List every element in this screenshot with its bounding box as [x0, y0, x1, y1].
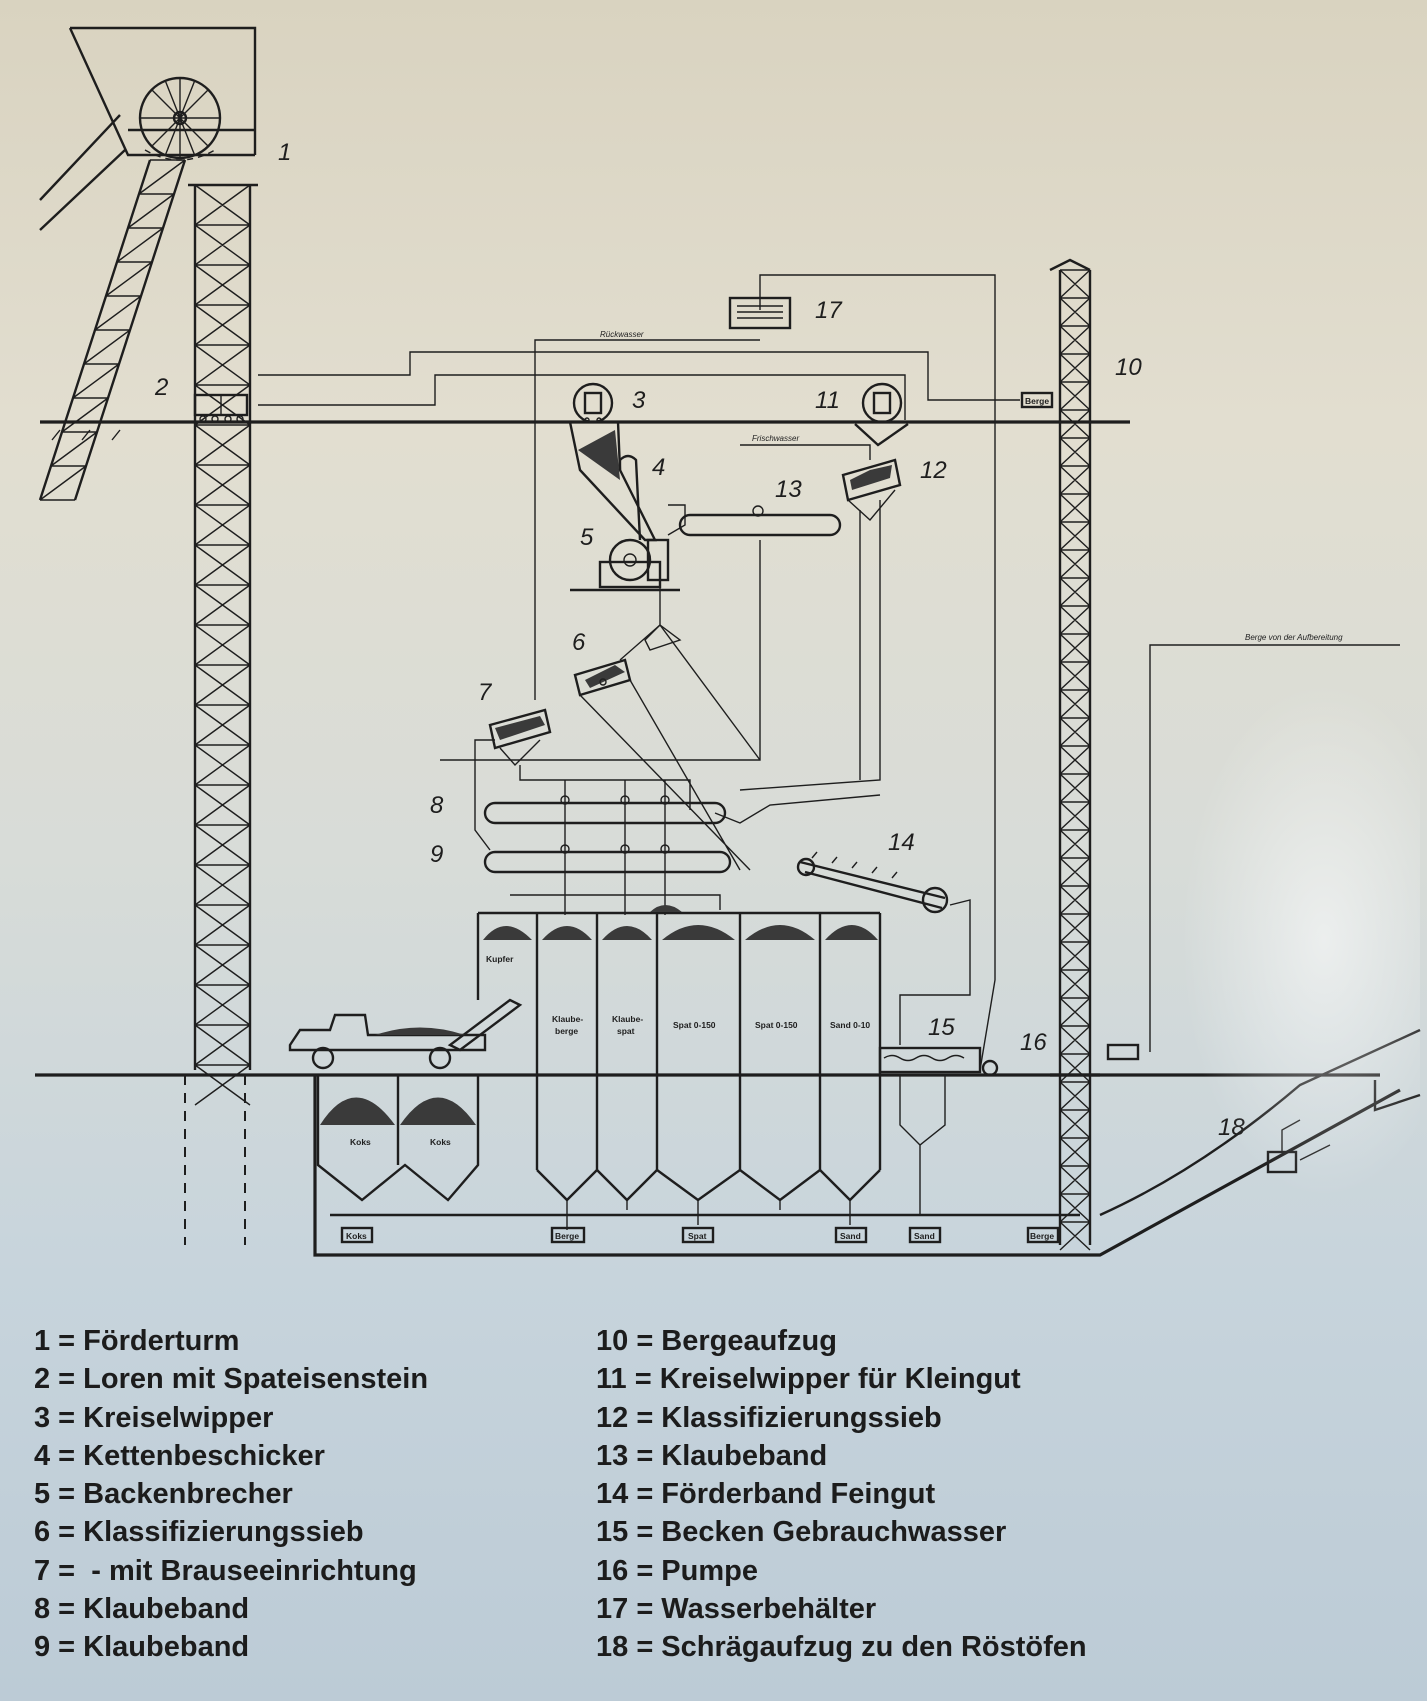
legend-column-left: 1 = Förderturm 2 = Loren mit Spateisenst…	[34, 1322, 428, 1667]
cart-label-koks: Koks	[346, 1231, 367, 1241]
sieve-6	[573, 658, 632, 697]
sieve-12: Frischwasser	[740, 434, 902, 522]
legend-item-15: 15 = Becken Gebrauchwasser	[596, 1516, 1007, 1549]
label-1: 1	[278, 139, 291, 166]
label-10: 10	[1115, 354, 1142, 381]
bin-label-spat-2: Spat 0-150	[755, 1020, 798, 1030]
legend-item-18: 18 = Schrägaufzug zu den Röstöfen	[596, 1631, 1087, 1664]
legend-item-14: 14 = Förderband Feingut	[596, 1478, 936, 1511]
legend-item-5: 5 = Backenbrecher	[34, 1478, 293, 1511]
legend-item-16: 16 = Pumpe	[596, 1554, 758, 1587]
legend-item-12: 12 = Klassifizierungssieb	[596, 1401, 942, 1434]
legend-item-17: 17 = Wasserbehälter	[596, 1593, 877, 1626]
sieve-7	[488, 708, 552, 767]
legend-column-right: 10 = Bergeaufzug 11 = Kreiselwipper für …	[596, 1322, 1087, 1667]
legend-item-11: 11 = Kreiselwipper für Kleingut	[596, 1363, 1021, 1396]
headframe-tower	[38, 26, 258, 1245]
bottom-carts: Koks Berge Spat Sand Sand Berge	[340, 1226, 1060, 1244]
bin-label-kupfer: Kupfer	[486, 954, 514, 964]
legend-item-13: 13 = Klaubeband	[596, 1439, 828, 1472]
label-11: 11	[815, 387, 840, 414]
water-basin-15	[878, 1046, 999, 1215]
cart-label-sand-2: Sand	[914, 1231, 935, 1241]
legend-item-6: 6 = Klassifizierungssieb	[34, 1516, 364, 1549]
legend-item-1: 1 = Förderturm	[34, 1325, 240, 1357]
bin-label-klaube-spat-2: spat	[617, 1026, 635, 1036]
truck	[288, 1013, 487, 1070]
label-9: 9	[430, 841, 443, 868]
legend-item-8: 8 = Klaubeband	[34, 1593, 250, 1626]
label-18: 18	[1218, 1114, 1245, 1141]
coke-bins: Koks Koks	[316, 1075, 480, 1202]
label-4: 4	[652, 454, 665, 481]
label-15: 15	[928, 1014, 955, 1041]
picking-belt-13	[678, 505, 842, 537]
label-frischwasser: Frischwasser	[752, 434, 799, 443]
bin-label-spat-1: Spat 0-150	[673, 1020, 716, 1030]
bin-label-koks-2: Koks	[430, 1137, 451, 1147]
label-12: 12	[920, 457, 947, 484]
legend-item-2: 2 = Loren mit Spateisenstein	[34, 1363, 429, 1396]
legend-item-4: 4 = Kettenbeschicker	[34, 1439, 325, 1472]
cart-label-berge: Berge	[555, 1231, 579, 1241]
cart-label-berge-top: Berge	[1025, 396, 1049, 406]
label-14: 14	[888, 829, 915, 856]
water-pipes: Rückwasser	[258, 274, 1020, 1071]
label-17: 17	[815, 297, 843, 324]
legend-item-9: 9 = Klaubeband	[34, 1631, 250, 1664]
label-7: 7	[478, 679, 493, 706]
process-diagram: Rückwasser Frischwasser	[35, 26, 1421, 1257]
cart-label-spat: Spat	[688, 1231, 707, 1241]
label-6: 6	[572, 629, 586, 656]
picking-belt-9	[483, 844, 732, 874]
water-tank	[728, 296, 792, 330]
waste-hoist-tower-10: Berge Berge von der Aufbereitung	[1020, 258, 1400, 1251]
label-3: 3	[632, 387, 646, 414]
label-berge-aufbereitung: Berge von der Aufbereitung	[1245, 633, 1343, 642]
label-2: 2	[154, 374, 168, 401]
bin-label-koks-1: Koks	[350, 1137, 371, 1147]
storage-bins: Kupfer Klaube- berge Klaube- spat Spat 0…	[447, 905, 882, 1230]
bin-label-klaube-spat-1: Klaube-	[612, 1014, 643, 1024]
label-16: 16	[1020, 1029, 1047, 1056]
legend-item-7: 7 = - mit Brauseeinrichtung	[34, 1554, 417, 1587]
rotary-tippler-11	[854, 382, 909, 447]
bin-label-klaube-berge-1: Klaube-	[552, 1014, 583, 1024]
label-8: 8	[430, 792, 444, 819]
cart-label-berge-2: Berge	[1030, 1231, 1054, 1241]
bin-label-sand: Sand 0-10	[830, 1020, 870, 1030]
ore-carts	[193, 393, 249, 423]
label-rueckwasser: Rückwasser	[600, 330, 644, 339]
legend-item-10: 10 = Bergeaufzug	[596, 1325, 837, 1357]
number-labels: 1 2 3 4 5 6 7 8 9 10 11 12 13 14 15 16 1…	[154, 139, 1245, 1141]
bin-label-klaube-berge-2: berge	[555, 1026, 578, 1036]
legend-item-3: 3 = Kreiselwipper	[34, 1401, 274, 1434]
label-5: 5	[580, 524, 594, 551]
rotary-tippler-3	[572, 382, 614, 424]
cart-label-sand: Sand	[840, 1231, 861, 1241]
fines-conveyor-14	[796, 851, 971, 1045]
label-13: 13	[775, 476, 802, 503]
picking-belt-8	[483, 795, 727, 825]
